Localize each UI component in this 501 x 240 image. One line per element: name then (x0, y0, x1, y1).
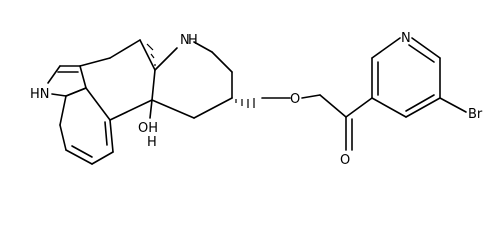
bonds (47, 37, 467, 165)
hashed-wedge (235, 98, 255, 108)
bond (47, 65, 61, 84)
bond (371, 97, 407, 118)
chemical-structure: HN N H OH H O O N Br (30, 31, 483, 168)
bond (151, 99, 195, 119)
bond (71, 145, 93, 158)
bond (109, 119, 114, 153)
bond (104, 121, 108, 146)
indole-nh-label: HN (30, 87, 50, 102)
bond (345, 97, 373, 118)
bond (59, 124, 67, 151)
bond (65, 87, 87, 97)
bond (301, 94, 321, 99)
bond (439, 97, 467, 113)
bond (151, 69, 156, 101)
bond (149, 99, 153, 119)
bond (193, 41, 213, 53)
bond (79, 57, 111, 67)
ester-oxygen-label: O (290, 92, 300, 107)
bond (109, 99, 153, 121)
bond (85, 87, 111, 121)
bond (79, 65, 87, 89)
amine-h-label: H (188, 33, 198, 48)
hydroxyl-label: OH (138, 121, 158, 136)
bond (154, 47, 178, 71)
bond (51, 93, 67, 97)
amine-n-label: N (180, 33, 190, 48)
bond (405, 94, 435, 112)
atom-labels: HN N H OH H O O N Br (30, 31, 483, 168)
bond (109, 39, 141, 59)
bond (408, 44, 435, 63)
bond (371, 37, 401, 59)
bromine-label: Br (468, 107, 483, 122)
stereo-hashed-wedges (146, 43, 255, 108)
hydroxyl-h-label: H (147, 135, 157, 150)
bond (411, 37, 441, 59)
hashed-wedge (146, 43, 156, 66)
bond (91, 151, 114, 165)
bond (139, 39, 156, 71)
carbonyl-oxygen-label: O (340, 153, 350, 168)
pyridine-n-label: N (401, 31, 411, 46)
bond (193, 97, 233, 119)
bond (65, 149, 93, 165)
bond (211, 51, 233, 73)
bond (319, 94, 347, 118)
bond (59, 95, 67, 126)
bond (405, 97, 441, 118)
